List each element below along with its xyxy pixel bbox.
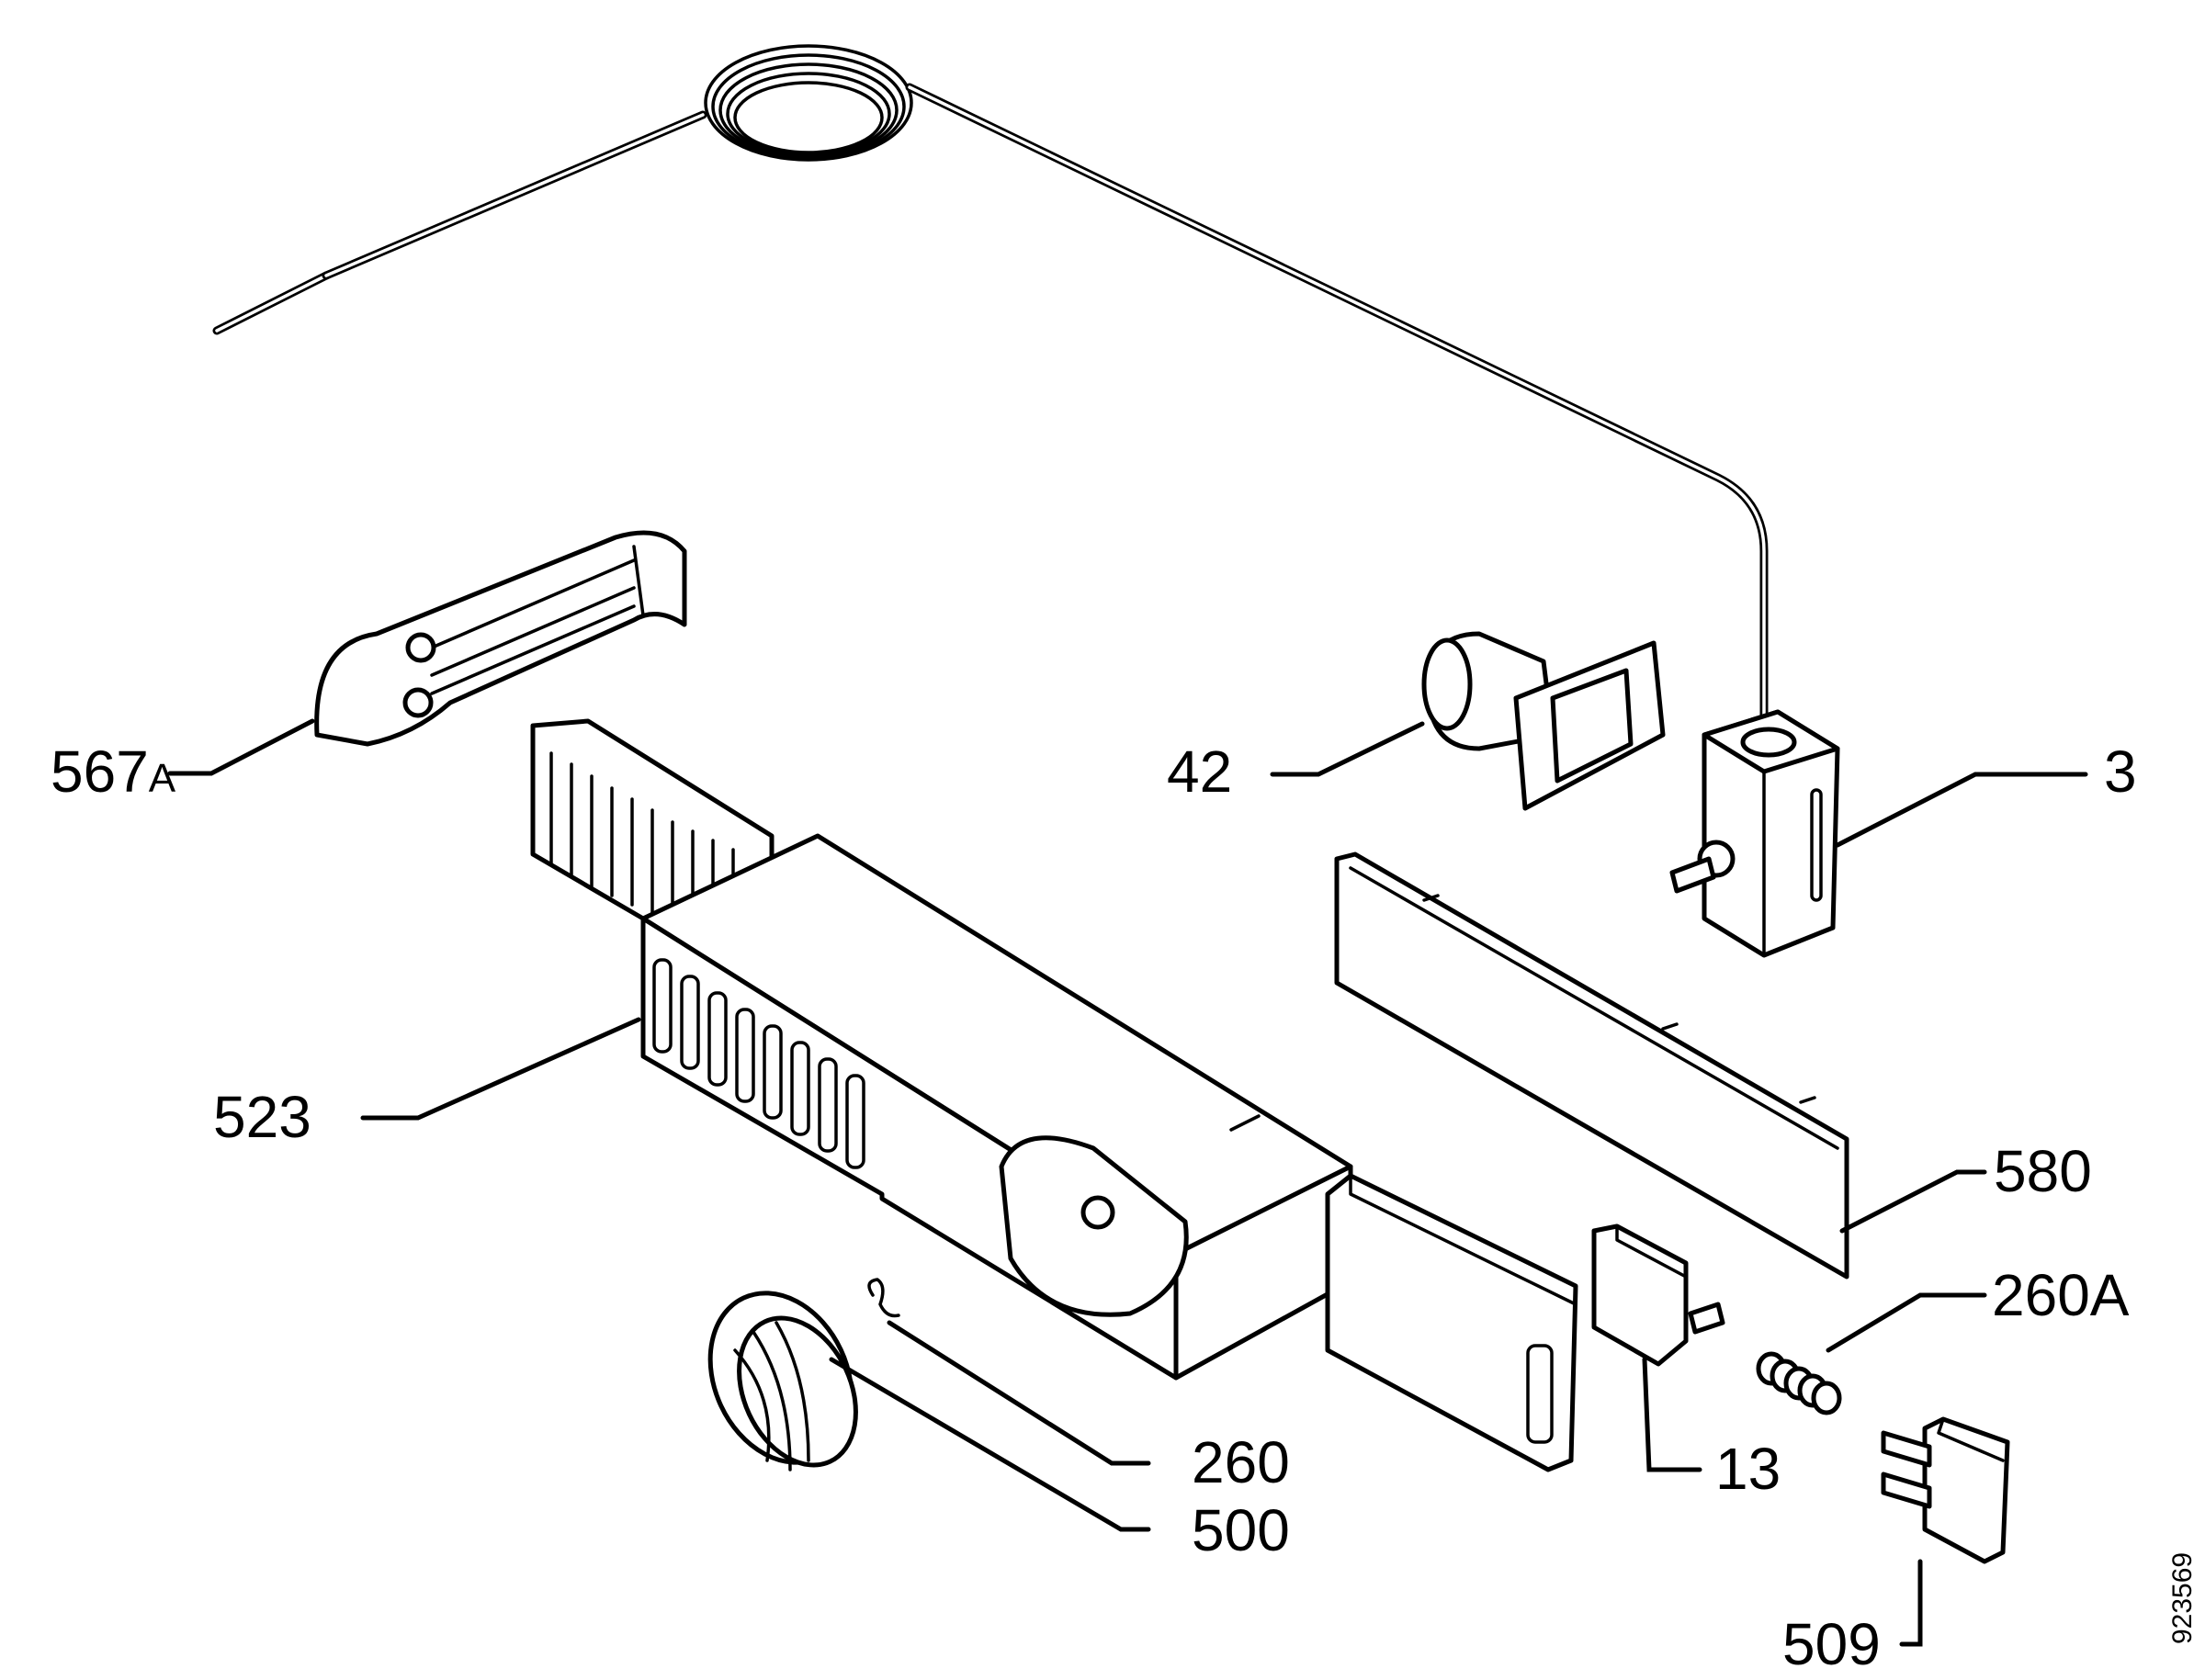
label-567a-suffix: A (149, 756, 176, 801)
label-523: 523 (213, 1084, 311, 1150)
label-567a: 567A (51, 739, 176, 805)
leader-lines (167, 718, 2088, 1647)
capillary-tube (212, 44, 1769, 739)
capillary-coil (704, 44, 913, 162)
label-580: 580 (1994, 1138, 2092, 1204)
label-3: 3 (2104, 739, 2137, 805)
label-260: 260 (1192, 1429, 1290, 1495)
part-260-clip (867, 1278, 900, 1318)
part-labels: 567A 42 3 523 580 260A 260 13 500 509 92… (51, 739, 2198, 1677)
label-42: 42 (1167, 739, 1232, 805)
part-13-switch (1591, 1223, 1725, 1367)
part-500-knob (707, 1291, 858, 1471)
switch-box (1325, 1173, 1578, 1472)
label-567a-number: 567 (51, 739, 149, 805)
part-42-lamp-holder (1421, 631, 1666, 811)
part-3-thermostat (1669, 709, 1840, 958)
label-500: 500 (1192, 1497, 1290, 1563)
part-509-button (1881, 1416, 2010, 1564)
part-523-housing (530, 718, 1353, 1381)
drawing-number: 923569 (2167, 1552, 2198, 1644)
part-580-panel (1334, 851, 1849, 1280)
label-13: 13 (1715, 1436, 1781, 1502)
label-509: 509 (1782, 1611, 1881, 1677)
label-260a: 260A (1992, 1262, 2130, 1328)
part-260a-spring (1756, 1351, 1842, 1415)
part-567a-bracket (314, 530, 687, 747)
